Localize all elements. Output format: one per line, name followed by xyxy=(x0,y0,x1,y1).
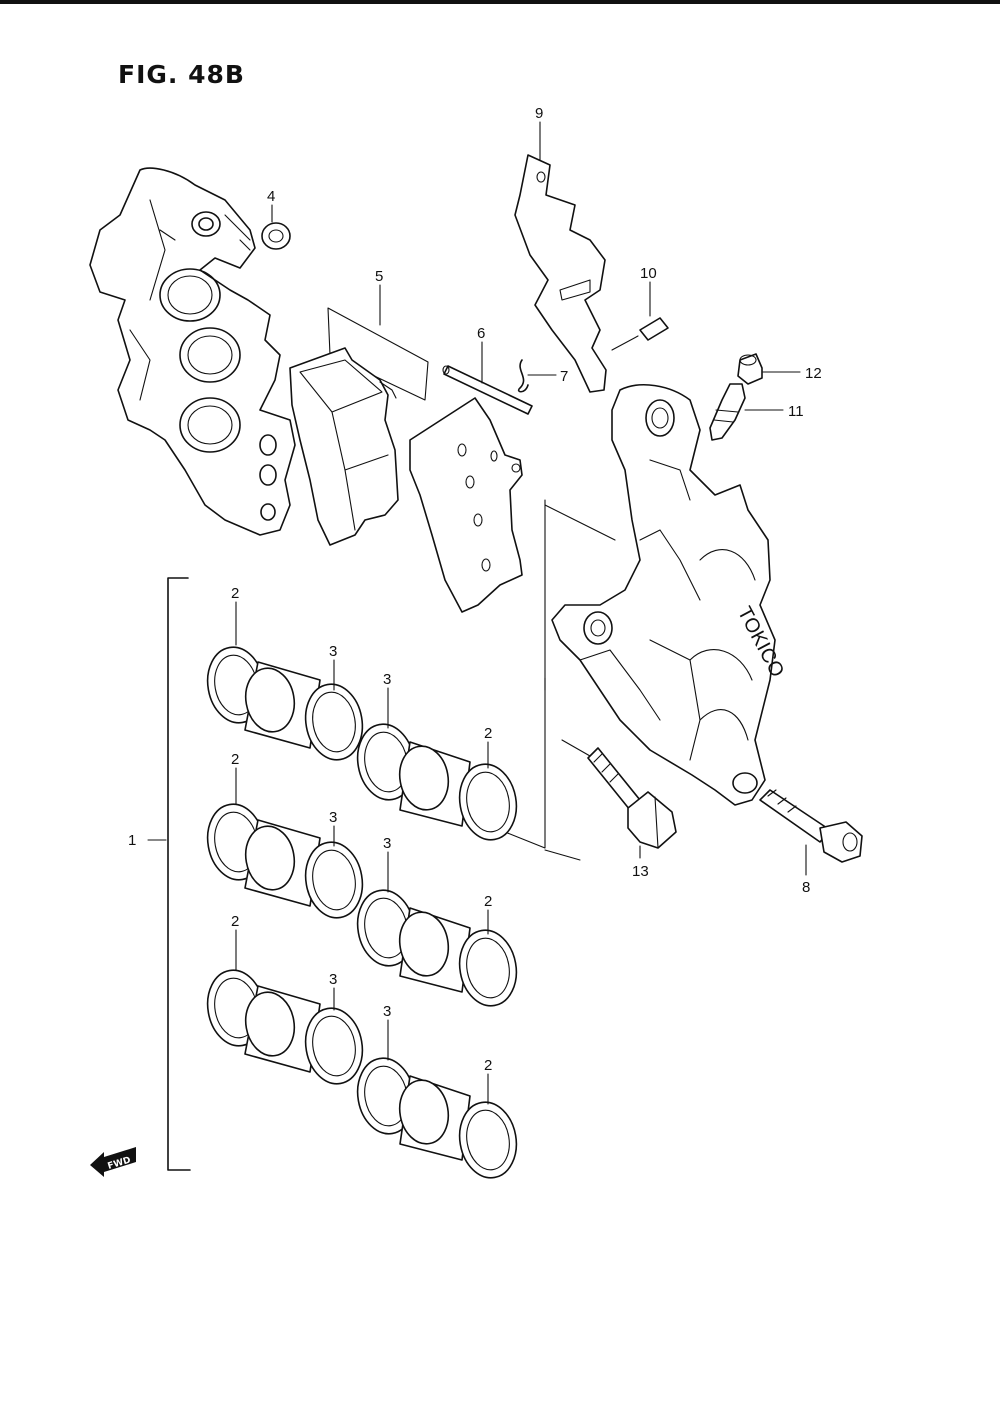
callout-9: 9 xyxy=(535,105,543,122)
bleeder-valve-part-11 xyxy=(709,383,784,441)
callout-3: 3 xyxy=(383,1003,391,1020)
inner-caliper-half xyxy=(89,167,296,536)
callout-2: 2 xyxy=(231,751,239,768)
washer-part-4 xyxy=(261,204,291,250)
callout-2: 2 xyxy=(484,1057,492,1074)
callout-13: 13 xyxy=(632,863,649,880)
piston-seal-sets xyxy=(206,601,518,1179)
callout-3: 3 xyxy=(383,835,391,852)
top-border xyxy=(0,0,1000,4)
callout-8: 8 xyxy=(802,879,810,896)
callout-5: 5 xyxy=(375,268,383,285)
brake-pad-backing-plate xyxy=(409,397,523,613)
callout-2: 2 xyxy=(231,585,239,602)
bolt-part-8 xyxy=(759,789,863,876)
callout-12: 12 xyxy=(805,365,822,382)
callout-11: 11 xyxy=(788,403,804,420)
callout-4: 4 xyxy=(267,188,275,205)
figure-title: FIG. 48B xyxy=(118,60,245,89)
callout-2: 2 xyxy=(484,725,492,742)
callout-2: 2 xyxy=(231,913,239,930)
fwd-arrow-icon: FWD xyxy=(90,1147,136,1177)
bolt-part-13 xyxy=(587,747,677,859)
callout-6: 6 xyxy=(477,325,485,342)
callout-1: 1 xyxy=(128,832,136,849)
callout-3: 3 xyxy=(329,809,337,826)
callout-3: 3 xyxy=(329,643,337,660)
pad-pin-part-6 xyxy=(442,341,533,415)
clip-part-7 xyxy=(517,359,557,393)
kit-bracket-part-1 xyxy=(147,577,191,1171)
assembly-lines xyxy=(504,499,616,861)
callout-3: 3 xyxy=(329,971,337,988)
callout-7: 7 xyxy=(560,368,568,385)
pad-spring-bracket-part-9 xyxy=(514,121,607,393)
callout-labels: 1 2 3 3 2 2 3 3 2 2 3 3 2 4 5 6 7 8 9 10… xyxy=(128,105,822,1074)
outer-caliper-half: TOKICO xyxy=(551,384,788,806)
callout-2: 2 xyxy=(484,893,492,910)
bleeder-cap-part-12 xyxy=(737,353,801,385)
brake-pad-part-5 xyxy=(289,284,429,546)
callout-10: 10 xyxy=(640,265,657,282)
bolt-part-10 xyxy=(611,281,669,351)
callout-3: 3 xyxy=(383,671,391,688)
